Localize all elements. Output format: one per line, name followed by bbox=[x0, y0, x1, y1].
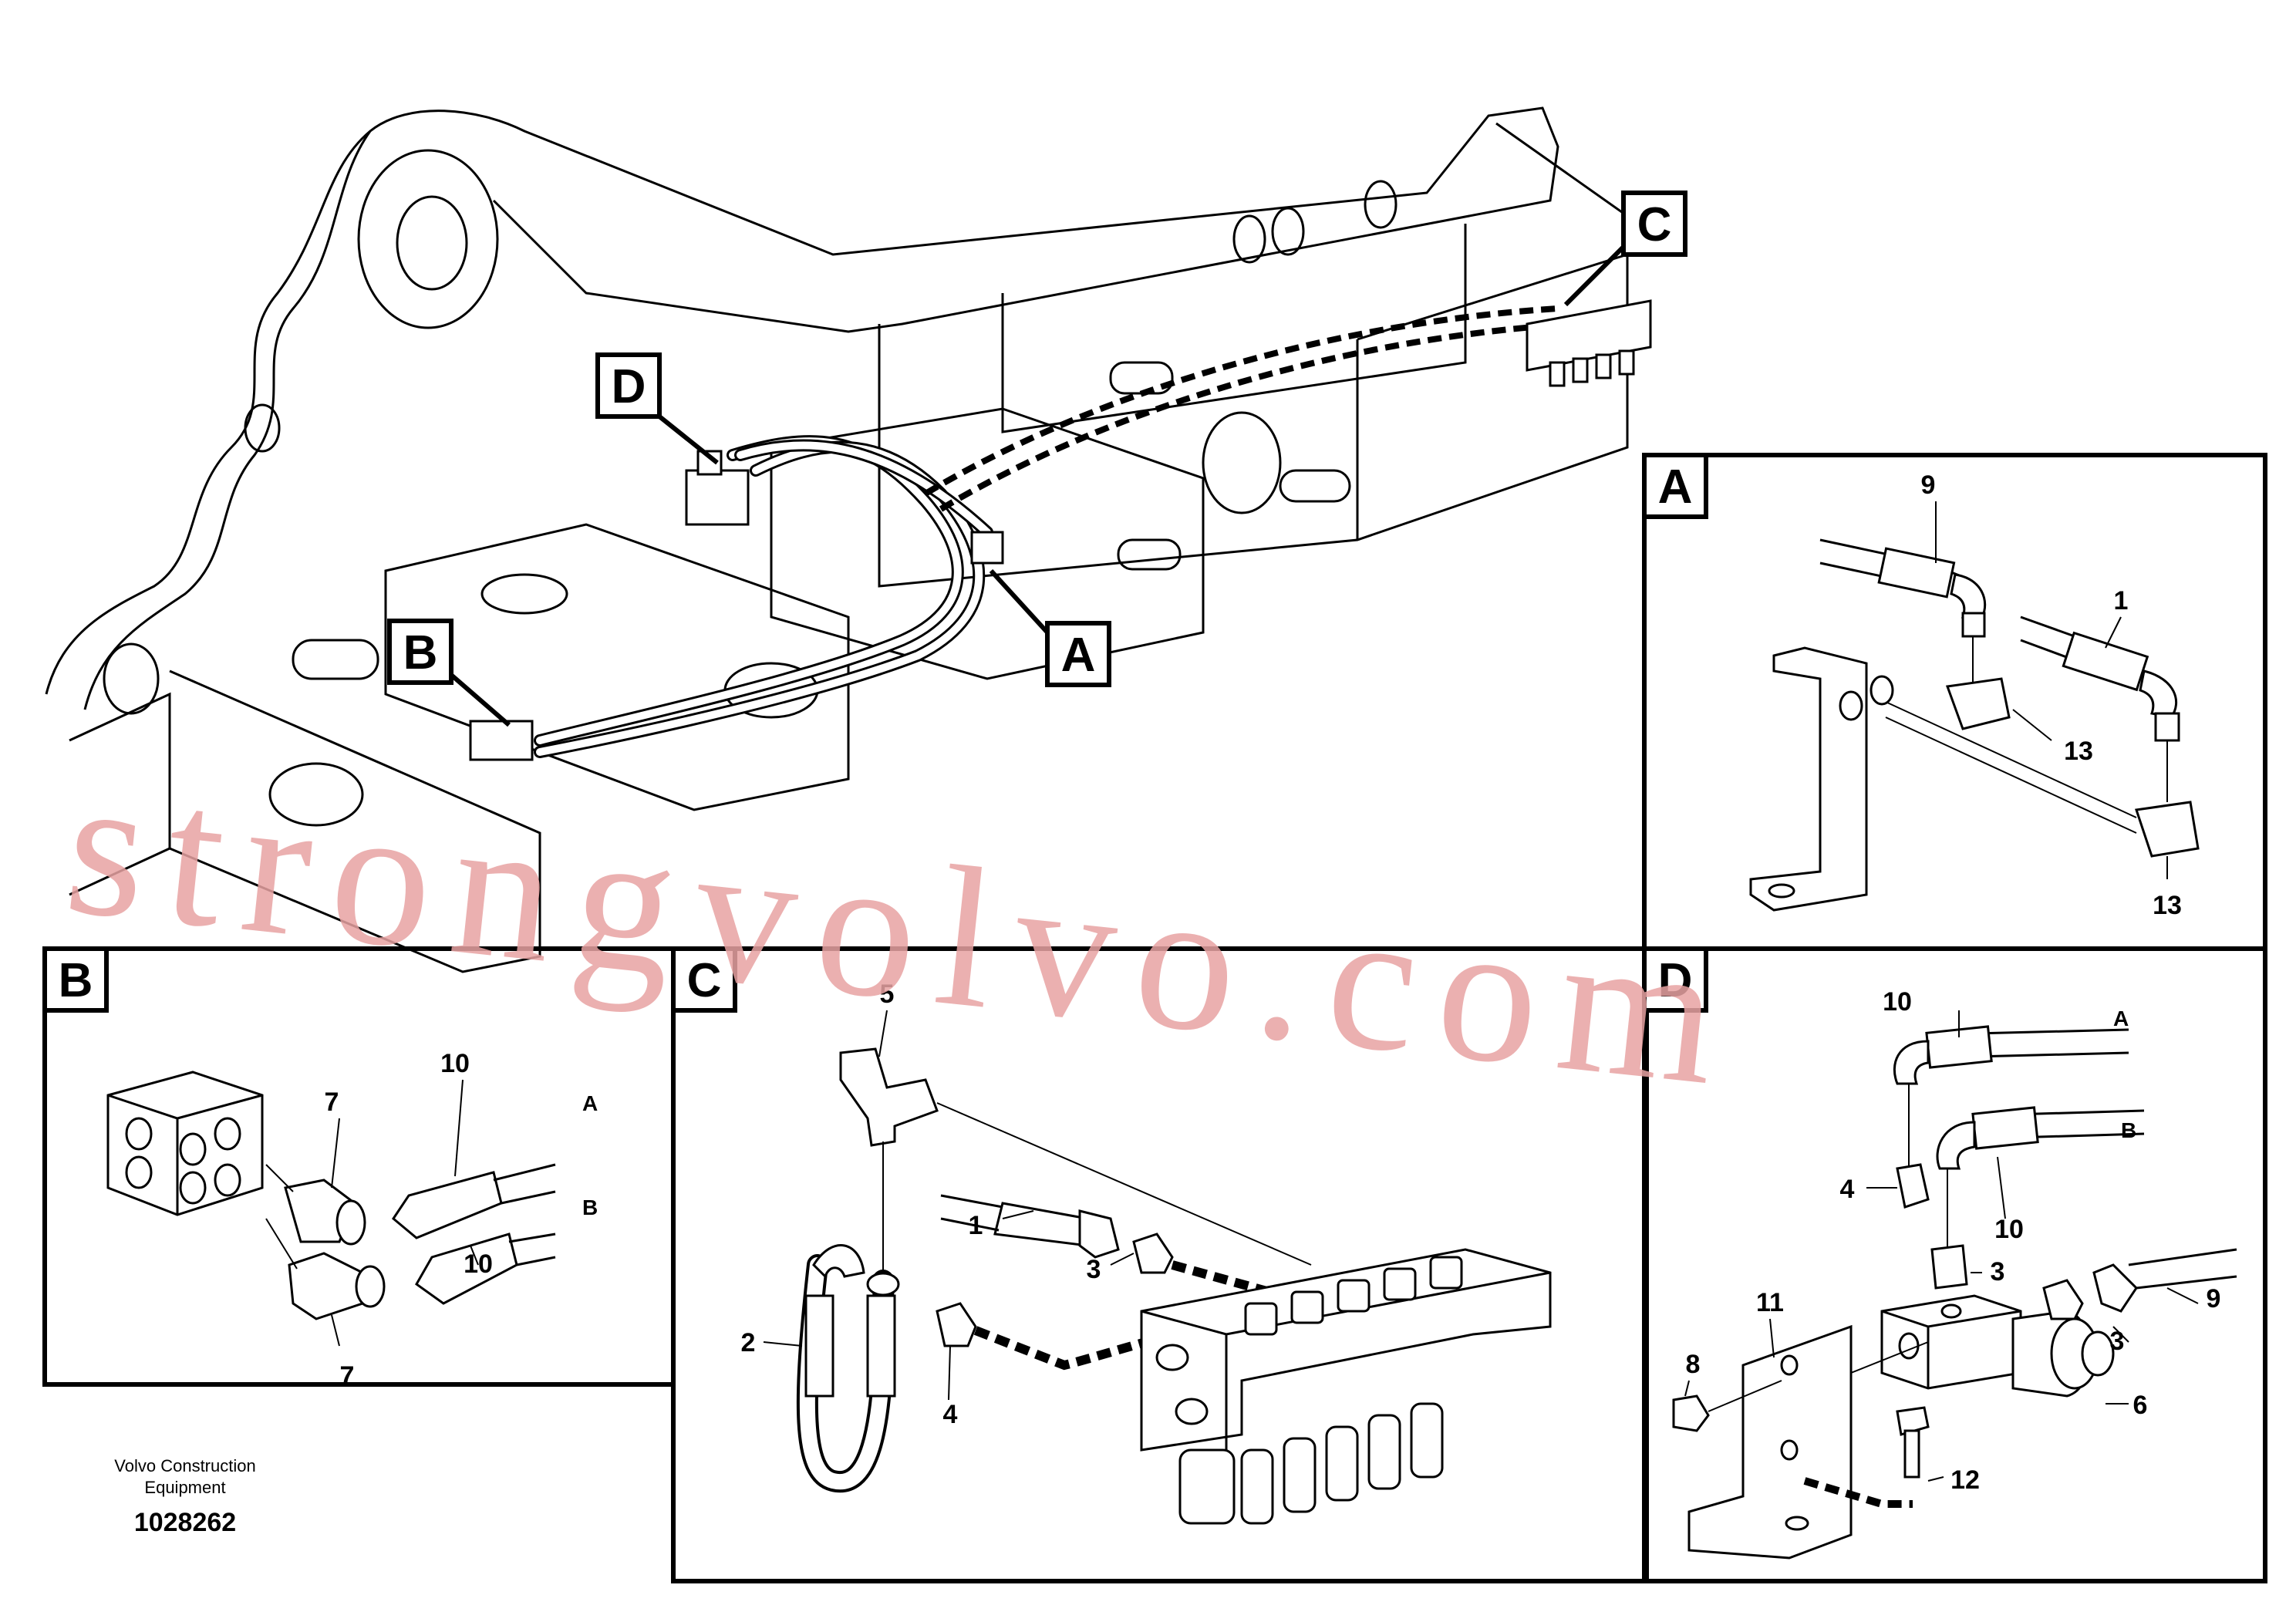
panel-B-part-10a: 10 bbox=[440, 1049, 470, 1078]
panel-A-part-1: 1 bbox=[2114, 586, 2129, 615]
callout-B-letter: B bbox=[403, 626, 438, 679]
panel-A-part-9: 9 bbox=[1921, 470, 1936, 500]
detail-panel-B: B bbox=[42, 946, 676, 1387]
callout-B[interactable]: B bbox=[387, 619, 511, 727]
callout-D[interactable]: D bbox=[595, 352, 719, 465]
panel-D-part-12: 12 bbox=[1950, 1465, 1980, 1495]
panel-C-letter: C bbox=[687, 954, 722, 1007]
caption-company-line1: Volvo Construction bbox=[114, 1456, 255, 1475]
panel-A-letter: A bbox=[1658, 460, 1693, 514]
callout-A[interactable]: A bbox=[989, 568, 1111, 687]
panel-A-part-13a: 13 bbox=[2064, 737, 2093, 766]
panel-D-part-10a: 10 bbox=[1883, 987, 1912, 1017]
panel-C-part-4: 4 bbox=[943, 1400, 958, 1429]
panel-B-hose-label-A: A bbox=[582, 1091, 598, 1115]
panel-D-part-10b: 10 bbox=[1994, 1215, 2024, 1244]
main-assembly-view bbox=[45, 106, 1652, 973]
panel-D-part-4: 4 bbox=[1840, 1175, 1855, 1204]
panel-D-letter: D bbox=[1658, 954, 1693, 1007]
caption-company-line2: Equipment bbox=[144, 1478, 225, 1497]
panel-A-part-13b: 13 bbox=[2153, 891, 2182, 920]
panel-D-hose-label-B: B bbox=[2121, 1118, 2136, 1142]
detail-panel-A: A bbox=[1642, 453, 2267, 951]
panel-B-letter: B bbox=[59, 954, 93, 1007]
panel-C-part-5: 5 bbox=[880, 980, 895, 1009]
panel-D-part-3b: 3 bbox=[2110, 1327, 2125, 1356]
panel-B-part-7a: 7 bbox=[325, 1088, 339, 1117]
panel-B-hose-label-B: B bbox=[582, 1195, 598, 1219]
panel-C-part-3: 3 bbox=[1087, 1255, 1101, 1284]
panel-B-part-10b: 10 bbox=[464, 1249, 493, 1279]
panel-D-hose-label-A: A bbox=[2113, 1007, 2129, 1030]
panel-C-part-1: 1 bbox=[969, 1211, 983, 1240]
callout-C-letter: C bbox=[1637, 198, 1672, 251]
boom-outline bbox=[45, 106, 1559, 695]
callout-D-letter: D bbox=[612, 360, 646, 413]
panel-C-part-2: 2 bbox=[741, 1328, 756, 1357]
panel-D-part-11: 11 bbox=[1756, 1288, 1784, 1317]
panel-D-part-6: 6 bbox=[2133, 1391, 2148, 1420]
watermark-text: strongvolvo.com bbox=[57, 733, 1748, 1129]
callout-C[interactable]: C bbox=[1563, 191, 1687, 307]
panel-D-part-3a: 3 bbox=[1991, 1257, 2005, 1286]
panel-D-part-8: 8 bbox=[1686, 1350, 1701, 1379]
document-number: 1028262 bbox=[134, 1508, 236, 1537]
detail-panel-D: D bbox=[1642, 946, 2267, 1583]
detail-panel-C: C bbox=[671, 946, 1649, 1583]
panel-D-part-9: 9 bbox=[2207, 1284, 2221, 1313]
panel-B-part-7b: 7 bbox=[340, 1361, 355, 1391]
callout-A-letter: A bbox=[1061, 629, 1096, 682]
